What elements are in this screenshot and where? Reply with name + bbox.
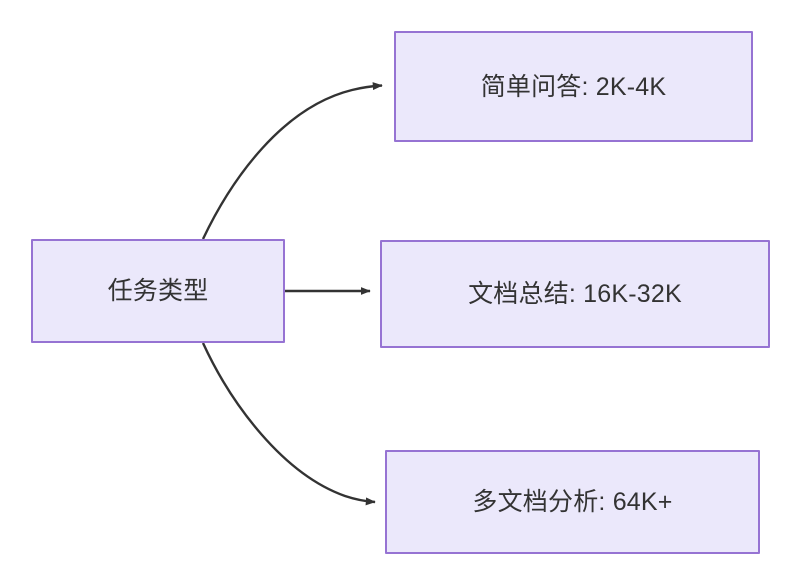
- node-doc-summary[interactable]: 文档总结: 16K-32K: [380, 240, 770, 348]
- edge-source-to-multi-doc: [201, 342, 376, 506]
- node-multi-doc[interactable]: 多文档分析: 64K+: [385, 450, 760, 554]
- node-task-type-label: 任务类型: [107, 277, 209, 305]
- node-doc-summary-label: 文档总结: 16K-32K: [468, 280, 682, 308]
- node-task-type[interactable]: 任务类型: [31, 239, 285, 343]
- node-multi-doc-label: 多文档分析: 64K+: [472, 488, 673, 516]
- edge-source-to-simple-qa: [201, 82, 383, 240]
- node-simple-qa[interactable]: 简单问答: 2K-4K: [394, 31, 753, 142]
- node-simple-qa-label: 简单问答: 2K-4K: [480, 72, 667, 101]
